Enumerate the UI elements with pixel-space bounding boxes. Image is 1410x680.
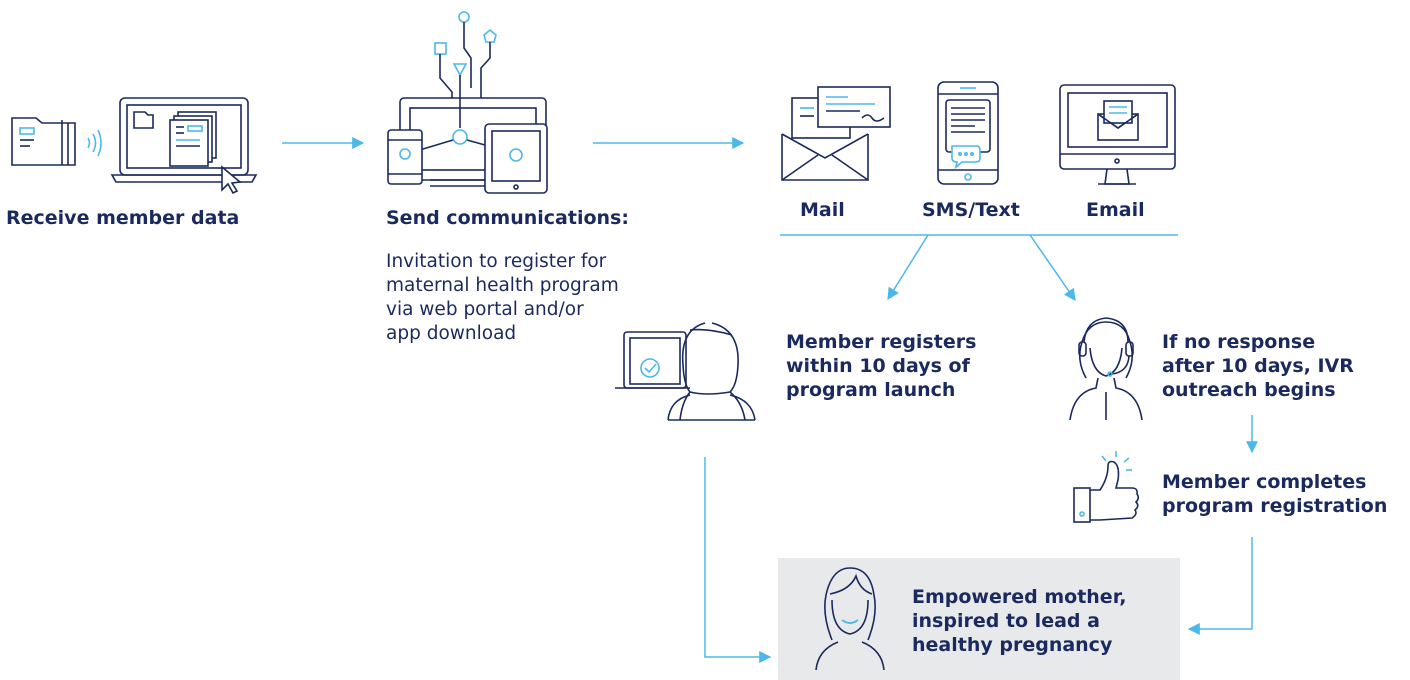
headset-agent-icon <box>1069 317 1143 421</box>
mother-icon <box>815 567 885 671</box>
folder-icon <box>11 117 102 166</box>
send-label: Send communications: <box>386 207 629 229</box>
laptop-icon <box>110 97 258 195</box>
arrow-registers-to-result <box>704 457 772 663</box>
thumbs-up-icon <box>1073 451 1140 523</box>
channel-sms: SMS/Text <box>922 199 1020 221</box>
connector-arrows <box>282 137 1258 663</box>
channel-mail: Mail <box>800 199 845 221</box>
arrow-completes-to-result <box>1187 537 1253 635</box>
result-label: Empowered mother, inspired to lead a hea… <box>912 586 1127 656</box>
channel-email: Email <box>1086 199 1145 221</box>
arrow-to-registers <box>887 234 929 301</box>
arrow-to-ivr <box>1029 234 1076 301</box>
result-box <box>778 558 1180 680</box>
no-response-label: If no response after 10 days, IVR outrea… <box>1162 331 1354 401</box>
registers-label: Member registers within 10 days of progr… <box>786 331 977 401</box>
send-description: Invitation to register for maternal heal… <box>386 251 619 344</box>
monitor-icon <box>1059 84 1176 185</box>
completes-label: Member completes program registration <box>1162 471 1388 517</box>
woman-laptop-icon <box>615 322 756 421</box>
phone-icon <box>937 81 999 185</box>
receive-label: Receive member data <box>6 207 240 229</box>
mail-icon <box>781 86 891 181</box>
devices-network-icon <box>387 11 548 194</box>
